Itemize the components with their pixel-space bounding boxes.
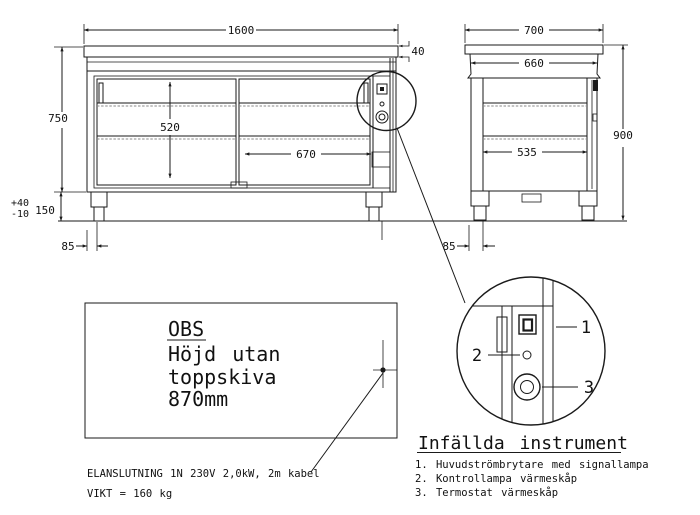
side-dimensions: 700 660 900 535 85: [442, 24, 633, 253]
detail-main-switch-inner: [522, 318, 534, 332]
legend-item-1: 1. Huvudströmbrytare med signallampa: [415, 459, 649, 471]
control-lamp-icon: [379, 101, 385, 107]
callout-label-3: 3: [584, 378, 594, 398]
dim-front-height: 750: [48, 112, 68, 125]
callout-label-2: 2: [472, 346, 482, 366]
electrical-leader-line: [310, 372, 384, 473]
detail-contents: [457, 277, 554, 425]
thermostat-knob-icon: [375, 110, 389, 124]
side-countertop: [464, 44, 604, 55]
right-door-handle: [363, 82, 369, 104]
dim-top-thickness: 40: [411, 45, 424, 58]
side-right-leg: [578, 190, 598, 207]
front-left-leg: [90, 191, 108, 208]
connection-point-dot: [380, 367, 386, 373]
front-left-foot: [93, 206, 105, 222]
detail-control-lamp-icon: [522, 350, 532, 360]
main-switch-icon: [376, 83, 388, 95]
dim-inner-width: 535: [517, 146, 537, 159]
detail-thermostat-knob-icon: [513, 373, 541, 401]
note-line-2: toppskiva: [168, 365, 276, 389]
note-heading: OBS: [168, 317, 204, 341]
door-guide: [230, 181, 248, 189]
detail-source-circle: [356, 70, 417, 132]
front-view: [83, 45, 399, 240]
dim-front-width: 1600: [228, 24, 255, 37]
front-right-sliding-door: [238, 78, 371, 186]
side-vent: [521, 193, 542, 203]
dim-shelf-height: 520: [160, 121, 180, 134]
detail-circle: [456, 276, 606, 426]
front-right-foot: [368, 206, 380, 222]
legend-item-2: 2. Kontrollampa värmeskåp: [415, 472, 577, 485]
front-right-leg: [365, 191, 383, 208]
side-apron: [467, 53, 601, 79]
front-dimensions: 1600 750 520 670 40 150 +40 -10 85: [11, 24, 425, 253]
instrument-legend: Infällda instrument 1. Huvudströmbrytare…: [415, 433, 649, 499]
detail-view: 1 2 3: [456, 276, 606, 426]
legend-item-3: 3. Termostat värmeskåp: [415, 486, 558, 499]
dim-side-height: 900: [613, 129, 633, 142]
side-view: [464, 44, 604, 221]
detail-main-switch-icon: [518, 314, 537, 335]
leader-top-thickness: [398, 41, 410, 48]
side-right-foot: [581, 205, 595, 221]
dim-side-depth: 700: [524, 24, 544, 37]
dim-side-leg-offset: 85: [442, 240, 455, 253]
footnote-electrical: ELANSLUTNING 1N 230V 2,0kW, 2m kabel: [87, 468, 320, 480]
side-left-leg: [470, 190, 490, 207]
note-line-1: Höjd utan: [168, 342, 280, 366]
side-handle: [593, 80, 598, 91]
footnote-weight: VIKT = 160 kg: [87, 488, 172, 500]
front-left-sliding-door: [96, 78, 237, 186]
detail-leader-line: [396, 127, 466, 304]
strip-recess: [371, 151, 391, 168]
thermostat-knob-inner: [378, 113, 386, 121]
dim-tolerance-plus: +40: [11, 198, 29, 209]
front-door-opening: [93, 75, 391, 189]
note-box-border: [84, 302, 398, 439]
front-countertop: [83, 45, 399, 58]
dim-tolerance-minus: -10: [11, 209, 29, 220]
note-box: OBS Höjd utan toppskiva 870mm: [84, 302, 398, 473]
main-switch-inner: [380, 87, 384, 91]
side-body: [470, 77, 598, 192]
note-line-3: 870mm: [168, 387, 228, 411]
side-left-foot: [473, 205, 487, 221]
left-door-handle: [98, 82, 104, 104]
leader-top-thickness: [398, 55, 410, 62]
dim-door-width: 670: [296, 148, 316, 161]
front-body: [86, 56, 397, 193]
footnotes: ELANSLUTNING 1N 230V 2,0kW, 2m kabel VIK…: [87, 468, 320, 500]
side-hinge-mark: [592, 113, 598, 122]
callout-label-1: 1: [581, 318, 591, 338]
dim-front-leg-offset: 85: [61, 240, 74, 253]
detail-door-handle: [496, 316, 508, 353]
legend-heading: Infällda instrument: [418, 433, 628, 454]
detail-thermostat-knob-inner: [520, 380, 534, 394]
dim-leg-height: 150: [35, 204, 55, 217]
dim-inner-depth: 660: [524, 57, 544, 70]
